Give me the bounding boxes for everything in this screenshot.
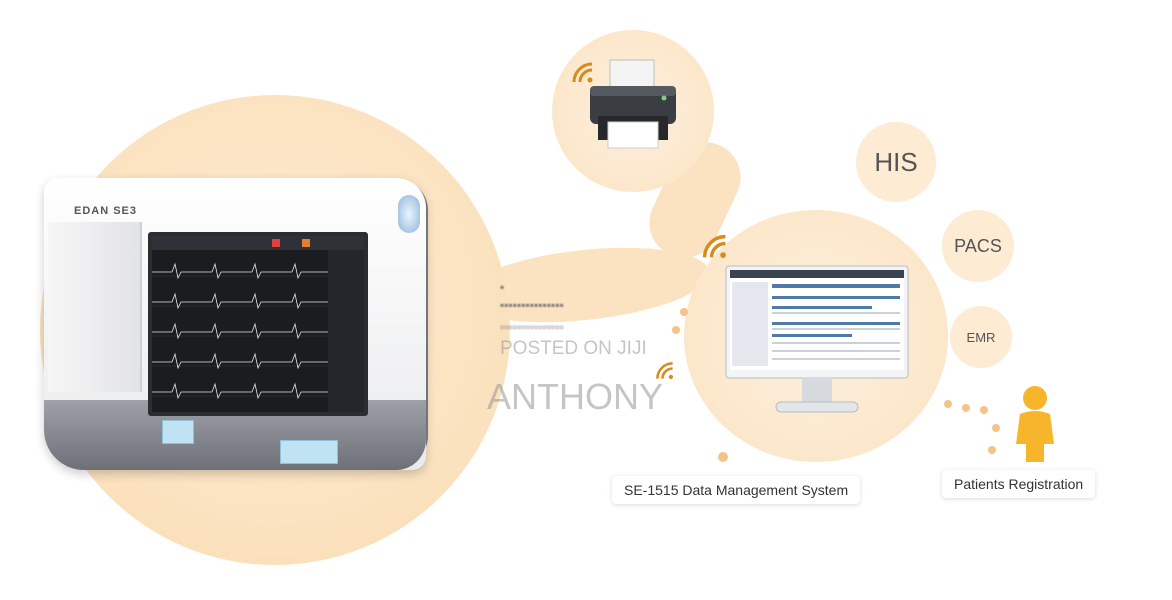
trail-dot — [988, 446, 996, 454]
pacs-label: PACS — [954, 235, 1002, 256]
blurred-text-3: ▫▫▫▫▫▫▫▫▫▫▫▫▫▫▫ — [500, 320, 564, 334]
patients-label: Patients Registration — [954, 476, 1084, 492]
ecg-power-led — [398, 195, 420, 233]
emr-node: EMR — [950, 306, 1012, 368]
ecg-button-left — [162, 420, 194, 444]
wifi-icon — [656, 362, 674, 380]
printer-icon — [590, 59, 676, 149]
wifi-icon — [572, 62, 593, 83]
trail-dot — [992, 424, 1000, 432]
ecg-screen — [148, 232, 368, 416]
ecg-brand-logo: EDAN SE3 — [74, 205, 138, 217]
ecg-button-right — [280, 440, 338, 464]
emr-label: EMR — [966, 329, 996, 345]
patients-caption: Patients Registration — [942, 470, 1096, 498]
trail-dot — [980, 406, 988, 414]
ecg-paper-lid — [48, 222, 142, 392]
trail-dot — [672, 326, 680, 334]
his-label: HIS — [874, 146, 918, 177]
his-node: HIS — [856, 122, 936, 202]
watermark-line2: ANTHONY — [487, 376, 664, 417]
pacs-node: PACS — [942, 210, 1014, 282]
dms-label: SE-1515 Data Management System — [624, 482, 849, 498]
dms-caption: SE-1515 Data Management System — [612, 476, 861, 504]
monitor-icon — [725, 265, 909, 413]
wifi-icon — [702, 234, 726, 258]
person-icon — [1016, 386, 1054, 462]
blurred-text-1: ▪ — [500, 280, 505, 294]
ecg-waveform-icon — [152, 236, 364, 412]
trail-dot — [962, 404, 970, 412]
trail-dot — [944, 400, 952, 408]
blurred-text-2: ▪▪▪▪▪▪▪▪▪▪▪▪▪▪▪ — [500, 298, 564, 312]
trail-dot — [680, 308, 688, 316]
trail-dot — [718, 452, 728, 462]
watermark-line1: POSTED ON JIJI — [500, 338, 647, 359]
